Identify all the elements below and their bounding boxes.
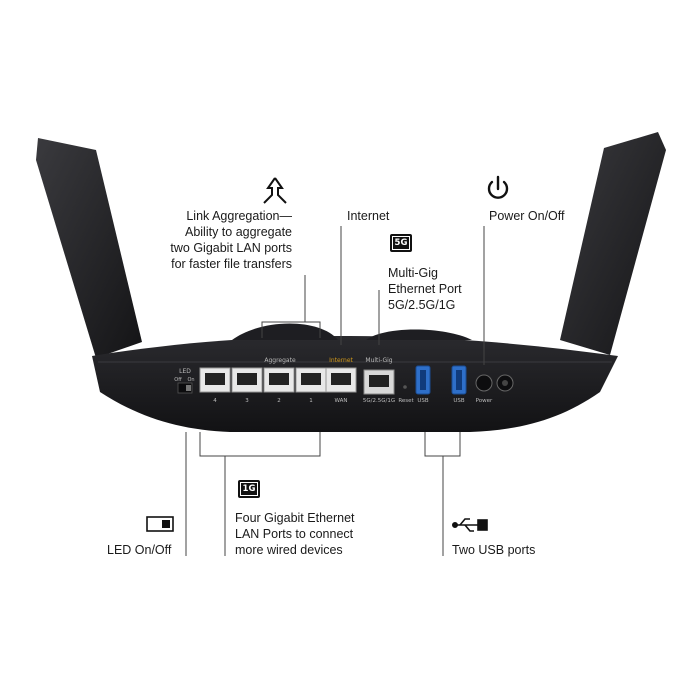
multigig-line-2: Ethernet Port xyxy=(388,282,462,296)
lan-ports xyxy=(199,367,327,393)
router-label-port-1: 1 xyxy=(309,398,313,404)
usb-callout: Two USB ports xyxy=(452,543,536,557)
lan-line-3: more wired devices xyxy=(235,543,343,557)
power-icon xyxy=(487,175,509,199)
lan-line-2: LAN Ports to connect xyxy=(235,527,354,541)
power-callout: Power On/Off xyxy=(489,209,565,223)
router-label-led-off: Off xyxy=(174,377,182,383)
aggregation-line-3: two Gigabit LAN ports xyxy=(170,241,292,255)
router-label-wan: WAN xyxy=(334,398,347,404)
router-label-aggregate: Aggregate xyxy=(264,357,296,364)
aggregation-callout: Link Aggregation— Ability to aggregate t… xyxy=(140,208,292,272)
aggregation-line-1: Link Aggregation— xyxy=(186,209,292,223)
reset-hole xyxy=(403,385,407,389)
leader-lines xyxy=(185,226,485,556)
router-label-usb-1: USB xyxy=(417,398,429,404)
multigig-line-1: Multi-Gig xyxy=(388,266,439,280)
led-switch-icon xyxy=(146,516,174,532)
router-label-power: Power xyxy=(476,398,493,404)
aggregation-line-2: Ability to aggregate xyxy=(184,225,292,239)
internet-callout: Internet xyxy=(347,209,390,223)
led-switch xyxy=(177,382,193,394)
router-label-port-3: 3 xyxy=(245,398,249,404)
left-antenna xyxy=(36,138,142,358)
led-callout: LED On/Off xyxy=(107,543,172,557)
router-label-mg-speed: 5G/2.5G/1G xyxy=(363,398,395,404)
router-label-port-4: 4 xyxy=(213,398,217,404)
lan-callout: Four Gigabit Ethernet LAN Ports to conne… xyxy=(235,510,355,558)
router-label-usb-2: USB xyxy=(453,398,465,404)
router-label-reset: Reset xyxy=(398,398,414,404)
multigig-5g-badge-icon: 5G xyxy=(390,234,412,252)
link-aggregation-icon xyxy=(263,177,287,204)
router-label-multigig: Multi-Gig xyxy=(365,357,392,364)
right-antenna xyxy=(560,132,666,355)
usb-icon xyxy=(451,518,488,532)
lan-1g-badge-icon: 1G xyxy=(238,480,260,498)
router-label-led: LED xyxy=(179,368,191,375)
power-button xyxy=(475,374,493,392)
lan-line-1: Four Gigabit Ethernet xyxy=(235,511,355,525)
aggregation-line-4: for faster file transfers xyxy=(171,257,292,271)
router-label-port-2: 2 xyxy=(277,398,281,404)
router-label-internet: Internet xyxy=(329,357,353,364)
multigig-callout: Multi-Gig Ethernet Port 5G/2.5G/1G xyxy=(388,265,462,313)
router-label-led-on: On xyxy=(187,377,194,383)
multigig-line-3: 5G/2.5G/1G xyxy=(388,298,456,312)
